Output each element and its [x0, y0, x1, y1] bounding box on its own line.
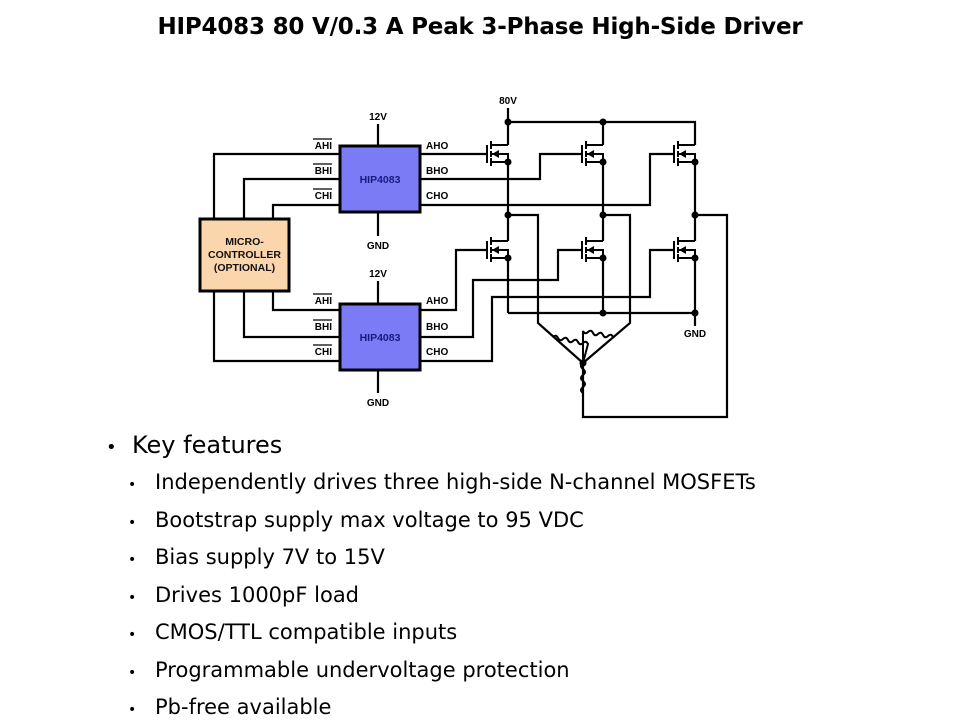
input-label-chi: CHI: [315, 347, 332, 358]
wire-top-bho: [420, 152, 582, 181]
bullet: •: [128, 514, 137, 531]
junctions: [504, 118, 699, 367]
output-label-cho: CHO: [426, 191, 448, 202]
feature-item: • CMOS/TTL compatible inputs: [128, 615, 756, 653]
features-heading: • Key features: [106, 428, 756, 465]
supply-80v-label: 80V: [499, 96, 517, 107]
feature-text: Independently drives three high-side N-c…: [155, 470, 756, 494]
bullet: •: [128, 477, 137, 493]
feature-item: • Programmable undervoltage protection: [128, 653, 756, 691]
rail-80v: [508, 120, 697, 145]
feature-text: Bootstrap supply max voltage to 95 VDC: [155, 507, 584, 532]
input-label-ahi: AHI: [315, 296, 332, 307]
output-label-aho: AHO: [426, 296, 448, 307]
wire-top-ahi: [212, 152, 340, 219]
input-label-ahi: AHI: [315, 141, 332, 152]
wire-bot-bhi: [242, 291, 340, 339]
output-label-bho: BHO: [426, 322, 448, 333]
bullet: •: [128, 702, 137, 718]
wire-bot-cho: [420, 248, 674, 363]
output-label-aho: AHO: [426, 141, 448, 152]
wire-top-chi: [271, 203, 340, 219]
feature-text: Bias supply 7V to 15V: [155, 545, 385, 569]
input-label-chi: CHI: [315, 191, 332, 202]
wire-top-cho: [420, 152, 674, 207]
chip-gnd-label: GND: [367, 398, 389, 409]
bullet: •: [128, 552, 137, 568]
circuit-diagram: MICRO- CONTROLLER (OPTIONAL) HIP4083 12V…: [198, 96, 729, 419]
wires: [212, 108, 729, 419]
wire-bot-bho: [420, 248, 582, 339]
motor-windings: [552, 329, 614, 400]
chip-gnd-label: GND: [367, 241, 389, 252]
winding-b: [582, 329, 614, 363]
chip-name: HIP4083: [360, 174, 401, 186]
features-heading-text: Key features: [132, 431, 283, 459]
mcu-label-1: MICRO-: [225, 236, 264, 248]
output-label-cho: CHO: [426, 347, 448, 358]
feature-item: • Independently drives three high-side N-…: [128, 465, 756, 503]
feature-item: • Bias supply 7V to 15V: [128, 540, 756, 578]
mosfets: [486, 141, 696, 262]
key-features-list: • Key features • Independently drives thr…: [106, 428, 756, 728]
driver-chip-top: HIP4083 12V GND AHI BHI CHI AHO BHO CHO: [313, 112, 448, 252]
chip-name: HIP4083: [360, 332, 401, 344]
feature-item: • Pb-free available: [128, 690, 756, 728]
bullet: •: [128, 627, 137, 643]
phase-b: [582, 213, 632, 364]
driver-chip-bottom: HIP4083 12V GND AHI BHI CHI AHO BHO CHO: [313, 269, 448, 409]
mcu-label-3: (OPTIONAL): [214, 262, 275, 274]
mcu-label-2: CONTROLLER: [208, 249, 281, 261]
wire-top-bhi: [242, 177, 340, 219]
bullet: •: [106, 437, 117, 458]
winding-c: [580, 362, 586, 400]
slide-title: HIP4083 80 V/0.3 A Peak 3-Phase High-Sid…: [157, 14, 803, 40]
chip-supply-label: 12V: [369, 269, 387, 280]
feature-text: Drives 1000pF load: [155, 582, 360, 607]
wire-bot-ahi: [271, 291, 340, 312]
wire-bot-aho: [420, 248, 487, 312]
input-label-bhi: BHI: [315, 166, 332, 177]
feature-text: CMOS/TTL compatible inputs: [155, 620, 458, 644]
feature-item: • Bootstrap supply max voltage to 95 VDC: [128, 503, 756, 541]
ground-label: GND: [684, 329, 706, 340]
feature-item: • Drives 1000pF load: [128, 578, 756, 616]
chip-supply-label: 12V: [369, 112, 387, 123]
wire-bot-chi: [212, 291, 340, 363]
phase-a: [508, 213, 584, 364]
microcontroller-block: MICRO- CONTROLLER (OPTIONAL): [198, 217, 291, 293]
feature-text: Pb-free available: [155, 695, 332, 719]
output-label-bho: BHO: [426, 166, 448, 177]
feature-text: Programmable undervoltage protection: [155, 657, 570, 682]
bullet: •: [128, 664, 137, 681]
input-label-bhi: BHI: [315, 322, 332, 333]
bullet: •: [128, 589, 137, 606]
